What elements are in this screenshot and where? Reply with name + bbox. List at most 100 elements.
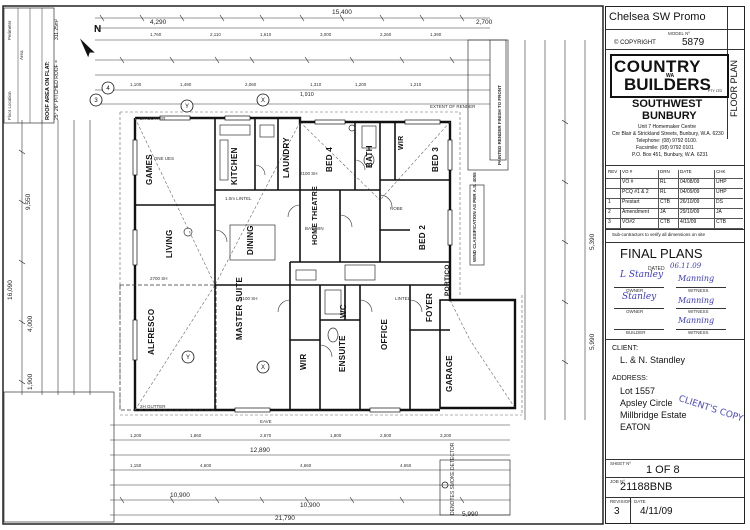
branch-line2: BUNBURY (642, 110, 697, 122)
room-living: LIVING (165, 229, 174, 258)
render-note: PAINTED RENDER FINISH TO FRONT (497, 85, 502, 165)
revision-date-divider (630, 497, 631, 523)
room-bed3: BED 3 (431, 146, 440, 172)
room-foyer: FOYER (425, 292, 434, 322)
dim-bottom-d: 10,900 (170, 492, 190, 499)
roof-area-pitch: 25° 26° PITCHED ROOF = (54, 60, 60, 120)
sheet-number: 1 OF 8 (646, 464, 680, 476)
owner-label-1: OWNER (626, 288, 644, 293)
copyright-label: © COPYRIGHT (614, 40, 656, 46)
svg-text:2,110: 2,110 (210, 32, 221, 37)
revision-cell: 29/10/09 (680, 209, 700, 215)
dated-label: DATED (648, 266, 665, 272)
job-number: 21188BNB (620, 481, 673, 493)
svg-text:2H GUTTER: 2H GUTTER (140, 404, 166, 409)
revision-cell: 4/11/09 (680, 219, 697, 225)
title-project-row (606, 7, 744, 30)
svg-text:2,060: 2,060 (245, 82, 257, 87)
revision-cell: 2 (608, 209, 611, 215)
room-home-theatre: HOME THEATRE (312, 185, 319, 245)
revision-col-line (620, 170, 621, 230)
logo-builders: BUILDERS (624, 75, 711, 94)
room-office: OFFICE (380, 318, 389, 350)
eave-label: EAVE (260, 419, 272, 424)
roof-area-value: 311.25m² (54, 19, 60, 40)
dim-left-upper: 9,550 (25, 193, 32, 210)
builder-label: BUILDER (626, 330, 646, 335)
svg-text:1,610: 1,610 (260, 32, 272, 37)
svg-text:2100 SH: 2100 SH (240, 296, 258, 301)
extent-of-render: EXTENT OF RENDER (430, 104, 476, 109)
address-label: ADDRESS: (612, 375, 648, 382)
dim-top-mid: 1,910 (300, 92, 314, 98)
svg-text:X: X (261, 98, 265, 104)
client-name: L. & N. Standley (620, 355, 686, 365)
smoke-detector-note: DENOTES SMOKE DETECTOR (450, 442, 456, 515)
svg-text:2,500: 2,500 (380, 433, 392, 438)
revision-header-cell: VO # (622, 169, 633, 174)
sig-line-3 (614, 308, 664, 309)
revision-header-cell: DRN (660, 169, 670, 174)
roof-area-title: ROOF AREA ON FLAT: (45, 61, 51, 120)
revision-cell: VO # (622, 179, 634, 185)
room-kitchen: KITCHEN (230, 147, 239, 185)
svg-text:LINTEL: LINTEL (395, 296, 411, 301)
revision-cell: RL (660, 179, 667, 185)
north-label: N (94, 24, 102, 35)
address-line2: Cnr Blair & Strickland Streets, Bunbury,… (612, 131, 724, 137)
sig-line-2 (676, 287, 726, 288)
svg-text:1.0m LINTEL: 1.0m LINTEL (225, 196, 252, 201)
roof-area-header: Area (19, 50, 24, 60)
room-garage: GARAGE (445, 355, 454, 392)
revision-cell: 26/10/09 (680, 199, 700, 205)
project-name: Chelsea SW Promo (609, 11, 706, 23)
sheet-label: SHEET Nº (610, 461, 632, 466)
svg-text:Y: Y (186, 355, 190, 361)
wind-note: WIND CLASSIFICATION AS PER A.S. 4055 (472, 172, 477, 262)
sheet-divider (606, 459, 744, 460)
po-box: P.O. Box 451, Bunbury, W.A. 6231 (632, 152, 708, 158)
model-number: 5879 (682, 37, 705, 48)
client-divider (606, 339, 744, 340)
revision-cell: CTB (660, 219, 670, 225)
room-master-suite: MASTER SUITE (235, 276, 244, 340)
revision-cell: JA (716, 209, 722, 215)
revision-cell: UHP (716, 189, 727, 195)
revision-cell: CTB (660, 199, 670, 205)
svg-text:4,650: 4,650 (400, 463, 412, 468)
job-label: JOB Nº (610, 479, 625, 484)
svg-text:1,390: 1,390 (430, 32, 442, 37)
svg-text:1,860: 1,860 (190, 433, 202, 438)
dated-value: 06.11.09 (670, 262, 702, 270)
witness-label-2: WITNESS (688, 309, 709, 314)
title-model-row (606, 29, 744, 50)
sig-line-6 (676, 329, 726, 330)
dim-bottom-c: 12,890 (250, 447, 270, 454)
svg-text:1,200: 1,200 (130, 433, 142, 438)
revision-cell: 1 (608, 199, 611, 205)
revision-cell: DS (716, 199, 723, 205)
logo-wa: WA (666, 73, 675, 79)
room-portico: PORTICO (444, 264, 451, 296)
model-label: MODEL Nº (668, 31, 690, 36)
revision-divider (606, 497, 744, 498)
dim-left-mid: 4,000 (27, 315, 34, 332)
revision-header-cell: REV (608, 169, 618, 174)
revision-col-line (658, 170, 659, 230)
address-estate: Millbridge Estate (620, 410, 687, 420)
revision-row-line (606, 218, 743, 219)
room-bed2: BED 2 (418, 224, 427, 250)
revision-cell: Prestart (622, 199, 640, 205)
phone: Telephone: (08) 9792 0100. (636, 138, 698, 144)
revision-header-cell: CHK (716, 169, 726, 174)
revision-cell: VO#2 (622, 219, 635, 225)
revision-header-cell: DATE (680, 169, 692, 174)
revision-cell: 04/09/09 (680, 189, 700, 195)
revision-cell: PCQ #1 & 2 (622, 189, 649, 195)
witness-signature-2: Manning (678, 296, 715, 305)
revision-col-line (714, 170, 715, 230)
subcontractor-row (606, 229, 744, 243)
svg-text:4: 4 (106, 86, 110, 92)
